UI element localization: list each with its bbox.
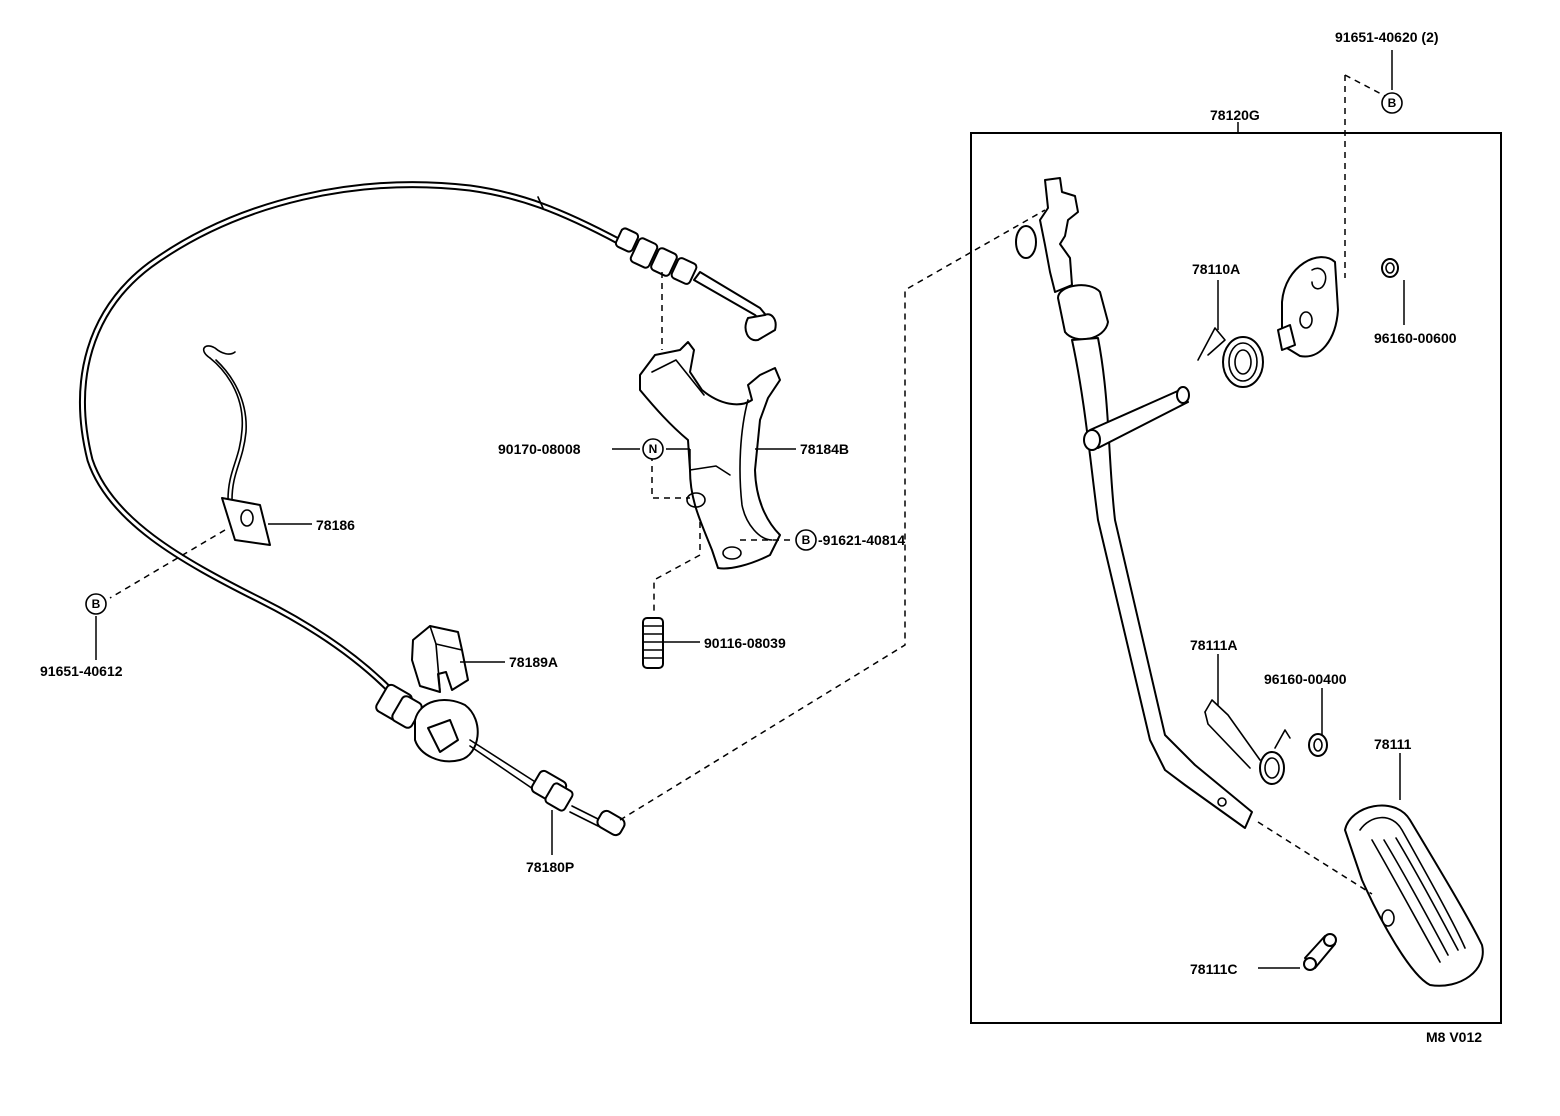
bolt-90116-08039 — [642, 617, 664, 669]
clamp-78186 — [202, 345, 271, 546]
part-label: 78111A — [1190, 637, 1238, 653]
bracket-78184B — [639, 341, 781, 570]
svg-text:N: N — [649, 442, 658, 456]
svg-text:B: B — [92, 597, 101, 611]
part-label: 78180P — [526, 859, 574, 875]
part-label: 91651-40620 (2) — [1335, 29, 1439, 45]
clip-96160-00600 — [1381, 258, 1399, 278]
svg-text:B: B — [1388, 96, 1397, 110]
clip-78189A — [411, 625, 469, 693]
part-label: 78110A — [1192, 261, 1240, 277]
spring-78110A — [1197, 327, 1264, 388]
svg-text:B: B — [802, 533, 811, 547]
part-label: -91621-40814 — [818, 532, 905, 548]
pedal-stopper — [1277, 256, 1339, 358]
part-label: 96160-00400 — [1264, 671, 1347, 687]
badge-n-nut: N — [642, 438, 664, 460]
part-label: 78184B — [800, 441, 849, 457]
part-label: 78186 — [316, 517, 355, 533]
part-label: 78111 — [1374, 736, 1412, 752]
badge-b-top: B — [1381, 92, 1403, 114]
part-label: 90116-08039 — [704, 635, 786, 651]
badge-b-bracket: B — [795, 529, 817, 551]
accelerator-cable — [79, 181, 777, 837]
spring-78111A — [1204, 699, 1291, 785]
badge-b-left: B — [85, 593, 107, 615]
part-label: 96160-00600 — [1374, 330, 1457, 346]
assembly-label: 78120G — [1210, 107, 1260, 123]
part-label: 78111C — [1190, 961, 1238, 977]
pedal-pad-78111 — [1344, 804, 1484, 987]
pedal-lever — [1015, 177, 1253, 829]
assembly-frame — [970, 132, 1502, 1024]
pin-78111C — [1303, 933, 1337, 971]
part-label: 78189A — [509, 654, 558, 670]
clip-96160-00400 — [1308, 733, 1328, 757]
diagram-code: M8 V012 — [1426, 1029, 1482, 1045]
part-label: 91651-40612 — [40, 663, 123, 679]
part-label: 90170-08008 — [498, 441, 581, 457]
pivot-shaft — [1083, 386, 1190, 451]
